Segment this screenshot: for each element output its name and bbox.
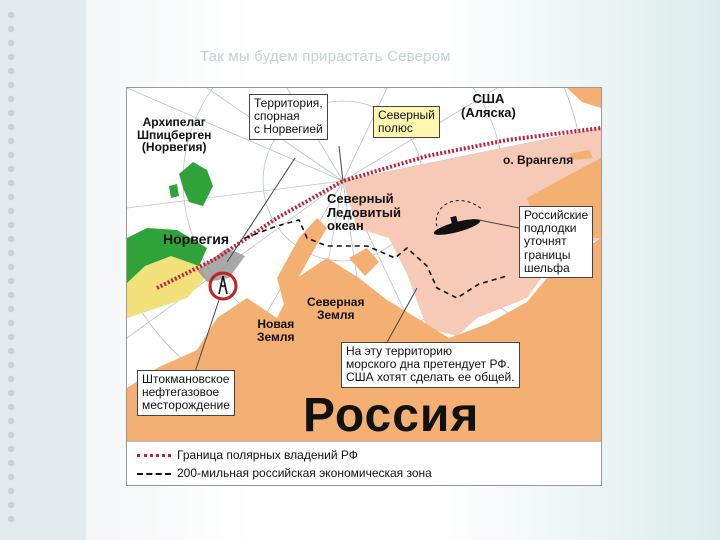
- severnaya-zemlya-island: [349, 248, 379, 276]
- arctic-map: Архипелаг Шпицберген (Норвегия) США (Аля…: [126, 87, 602, 486]
- submarines-callout: Российские подлодки уточнят границы шель…: [519, 206, 594, 278]
- polar-border-swatch: [137, 454, 171, 458]
- map-legend: Граница полярных владений РФ 200-мильная…: [127, 441, 601, 485]
- submarine-icon: [433, 215, 481, 235]
- norway-land: [127, 228, 207, 283]
- slide-title: Так мы будем прирастать Севером: [200, 48, 451, 65]
- legend-polar-border-label: Граница полярных владений РФ: [177, 448, 358, 462]
- norway-label: Норвегия: [163, 231, 230, 247]
- russia-land: [127, 238, 601, 441]
- claimed-seabed-zone: [343, 128, 601, 336]
- severnaya-zemlya-label: Северная Земля: [307, 295, 365, 322]
- wrangel-island: [569, 150, 593, 160]
- seabed-claim-callout: На эту территорию морского дна претендуе…: [341, 342, 520, 388]
- wrangel-label: о. Врангеля: [503, 153, 574, 167]
- legend-polar-border: Граница полярных владений РФ: [137, 448, 358, 462]
- arctic-ocean-label: Северный Ледовитый океан: [327, 191, 401, 234]
- north-pole-callout: Северный полюс: [373, 106, 440, 139]
- novaya-zemlya-label: Новая Земля: [257, 317, 295, 344]
- eez-line: [244, 219, 508, 299]
- submarine-path: [435, 200, 484, 233]
- disputed-territory-callout: Территория, спорная с Норвегией: [249, 94, 328, 140]
- svalbard-islands: [179, 162, 213, 206]
- usa-label: США (Аляска): [461, 91, 516, 120]
- legend-eez-label: 200-мильная российская экономическая зон…: [177, 466, 432, 480]
- legend-eez: 200-мильная российская экономическая зон…: [137, 466, 432, 480]
- disputed-zone: [197, 248, 245, 282]
- svalbard-label: Архипелаг Шпицберген (Норвегия): [137, 115, 212, 155]
- map-canvas: [127, 88, 601, 485]
- eez-swatch: [137, 472, 171, 475]
- decorative-squares: [4, 8, 18, 528]
- shtokman-field-icon: [208, 271, 238, 301]
- svalbard-small-island: [169, 184, 179, 198]
- callout-pointers: [194, 145, 520, 373]
- polar-border-line: [156, 126, 601, 290]
- shtokman-callout: Штокмановское нефтегазовое месторождение: [137, 370, 235, 416]
- russia-label: Россия: [303, 389, 480, 442]
- slide-left-strip: [0, 0, 86, 540]
- alaska-land: [567, 88, 601, 108]
